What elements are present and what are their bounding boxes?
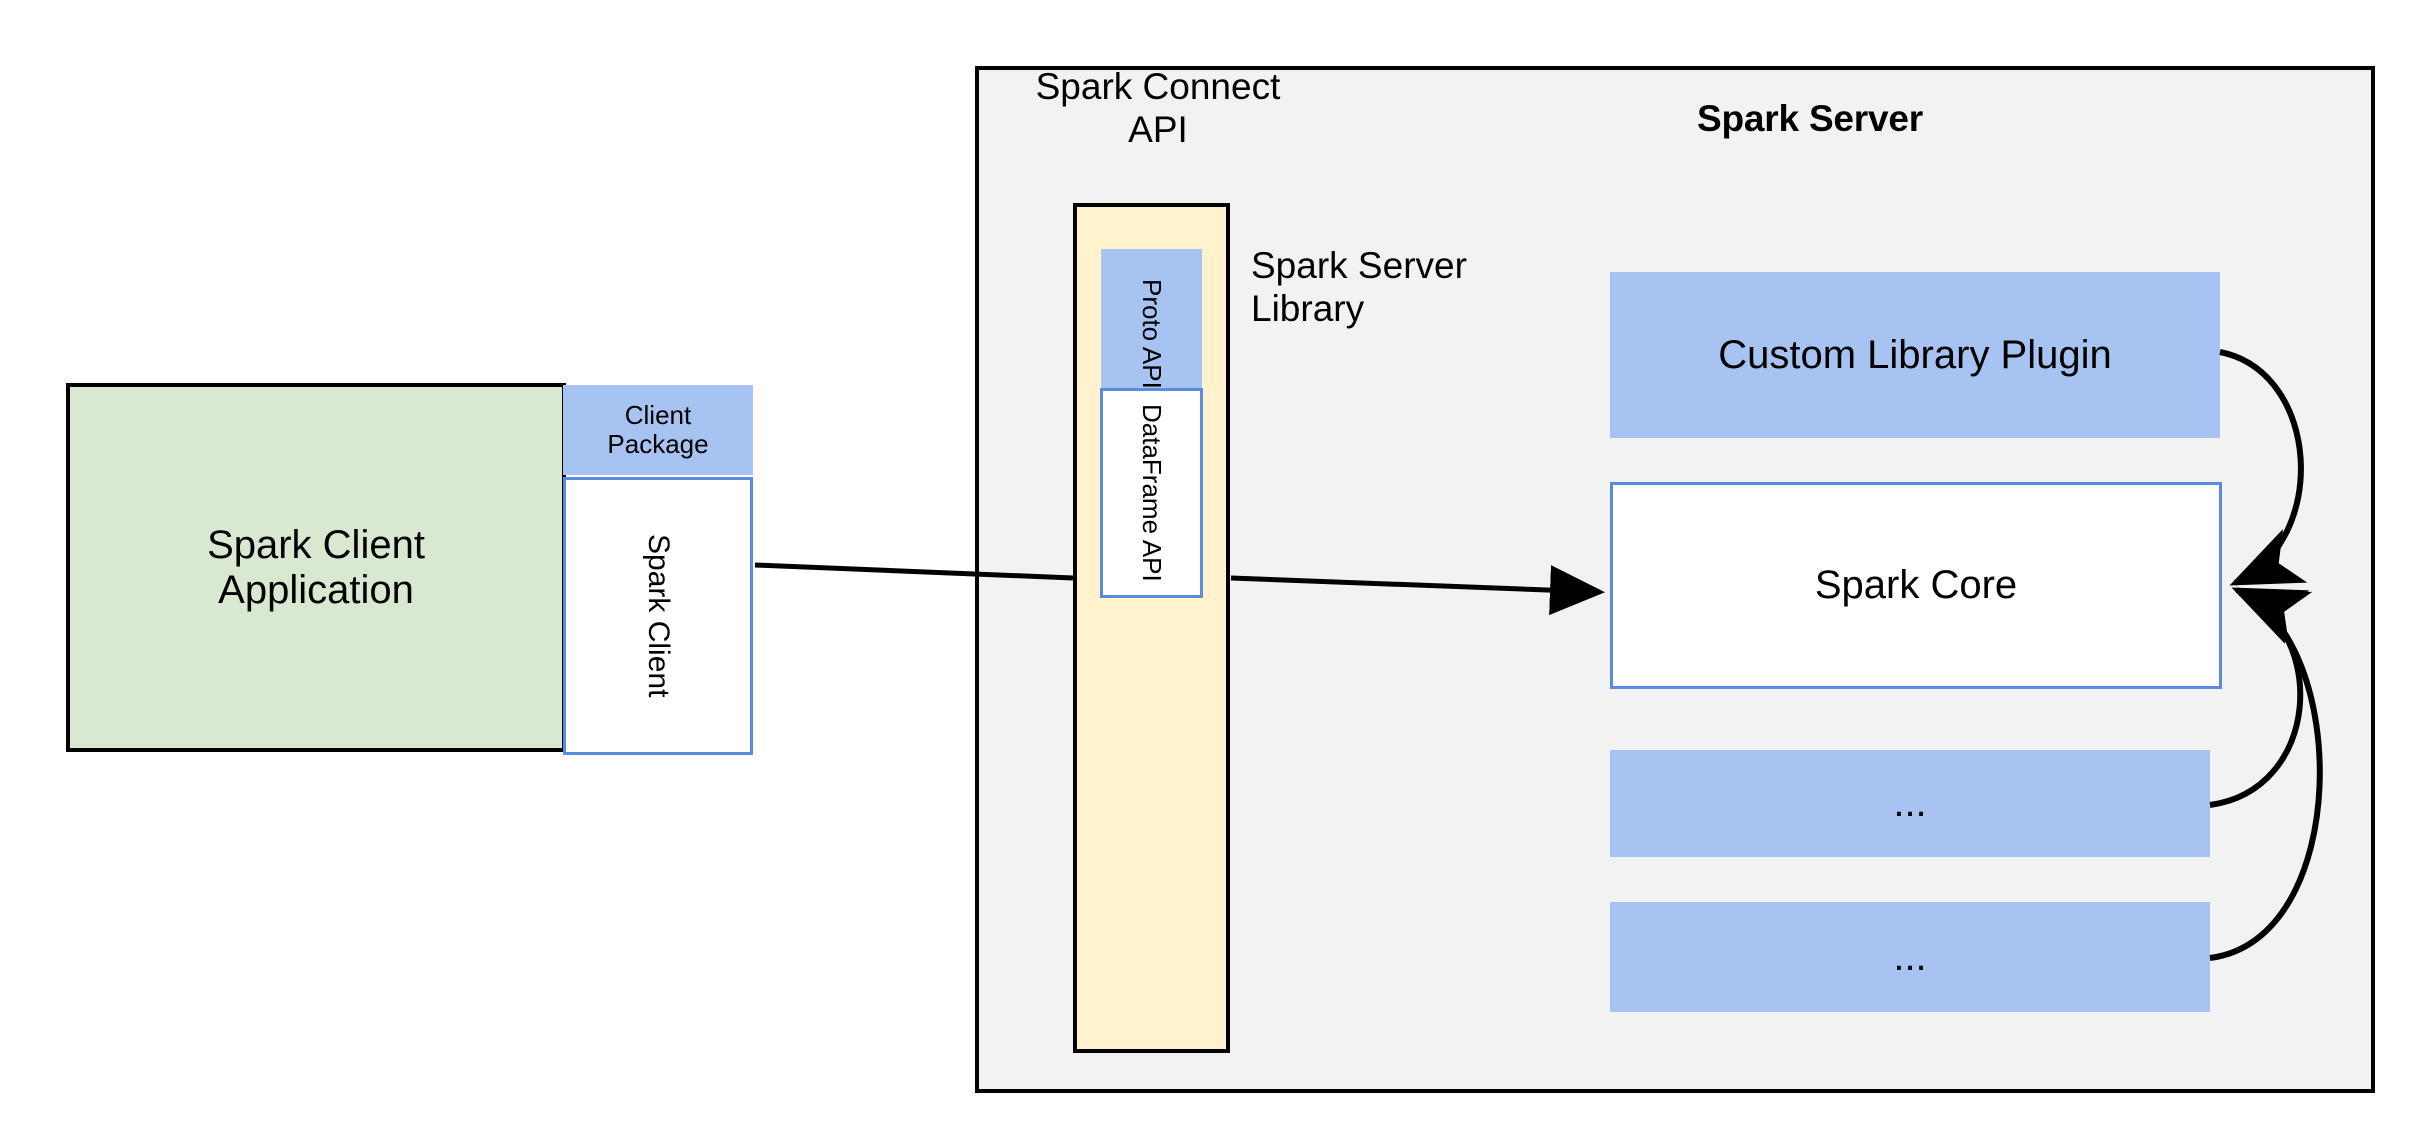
ellipsis-one-label: ...: [1893, 781, 1927, 826]
spark-connect-api-label-line2: API: [1128, 108, 1188, 150]
custom-library-plugin-label: Custom Library Plugin: [1718, 332, 2112, 377]
spark-core-label: Spark Core: [1814, 563, 2018, 608]
spark-client-application-box[interactable]: Spark Client Application: [66, 383, 566, 752]
spark-server-library-label-line1: Spark Server: [1251, 245, 1467, 286]
dataframe-api-label: DataFrame API: [1137, 404, 1168, 582]
spark-client-application-label-line2: Application: [218, 567, 414, 612]
client-package-box[interactable]: Client Package: [563, 385, 753, 475]
spark-core-box[interactable]: Spark Core: [1610, 482, 2222, 689]
spark-server-library-label: Spark Server Library: [1251, 245, 1561, 331]
client-package-label-line1: Client: [624, 399, 692, 430]
ellipsis-box-two[interactable]: ...: [1610, 902, 2210, 1012]
spark-connect-api-label: Spark Connect API: [1008, 66, 1308, 152]
spark-connect-api-label-line1: Spark Connect: [1035, 66, 1281, 107]
ellipsis-box-one[interactable]: ...: [1610, 750, 2210, 857]
dataframe-api-box[interactable]: DataFrame API: [1100, 388, 1203, 598]
custom-library-plugin-box[interactable]: Custom Library Plugin: [1610, 272, 2220, 438]
spark-client-label: Spark Client: [641, 534, 675, 698]
spark-server-library-label-line2: Library: [1251, 287, 1365, 329]
proto-api-label: Proto API: [1137, 279, 1168, 389]
spark-client-box[interactable]: Spark Client: [563, 477, 753, 755]
spark-client-application-label-line1: Spark Client: [207, 522, 425, 567]
spark-server-title: Spark Server: [1697, 98, 1923, 139]
ellipsis-two-label: ...: [1893, 934, 1927, 979]
client-package-label-line2: Package: [607, 429, 709, 459]
